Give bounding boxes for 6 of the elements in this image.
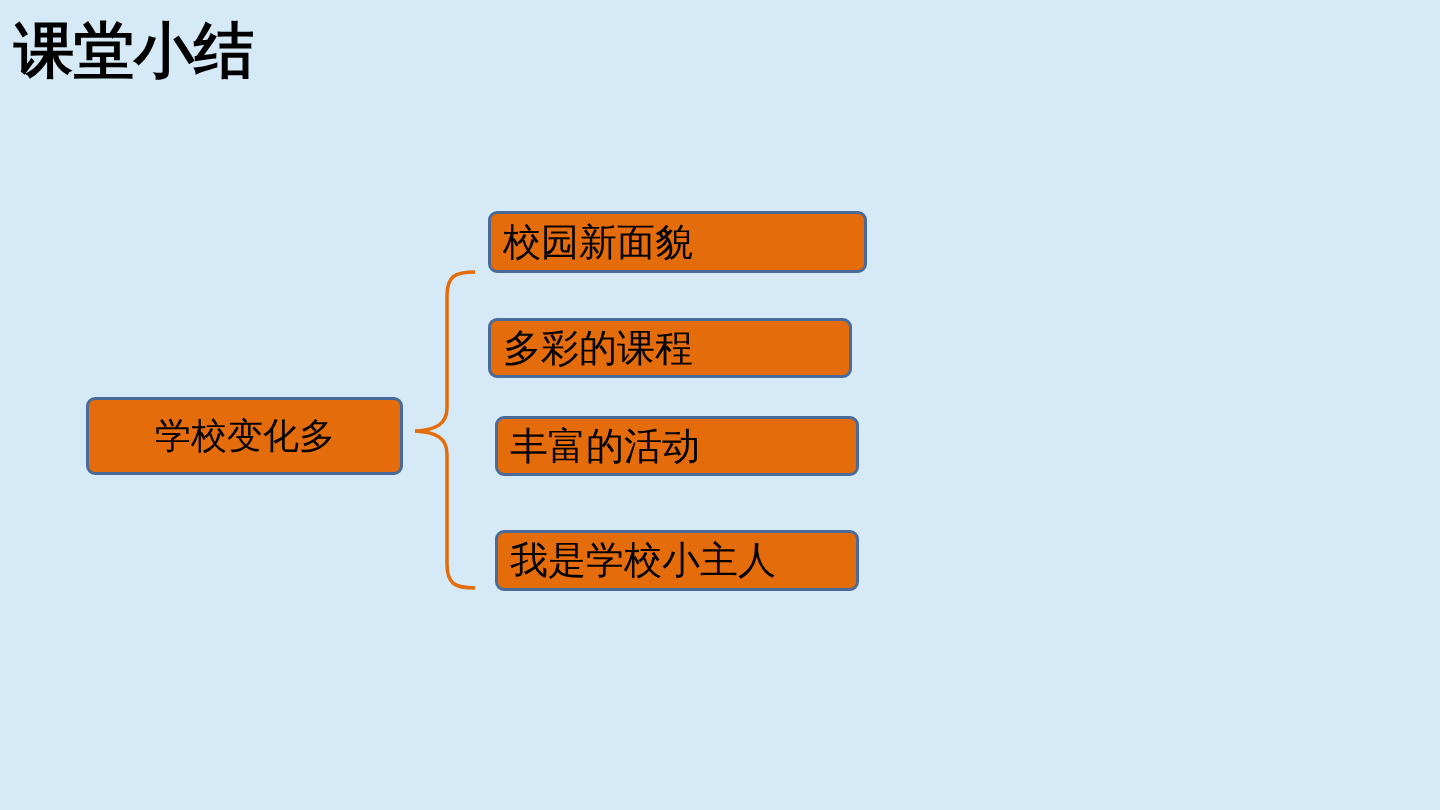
topic-box: 多彩的课程 bbox=[488, 318, 852, 378]
topic-box: 我是学校小主人 bbox=[495, 530, 859, 591]
topic-box: 丰富的活动 bbox=[495, 416, 859, 476]
title: 课堂小结 bbox=[14, 14, 254, 86]
topic-box: 校园新面貌 bbox=[488, 211, 867, 273]
topic-box: 学校变化多 bbox=[86, 397, 403, 475]
